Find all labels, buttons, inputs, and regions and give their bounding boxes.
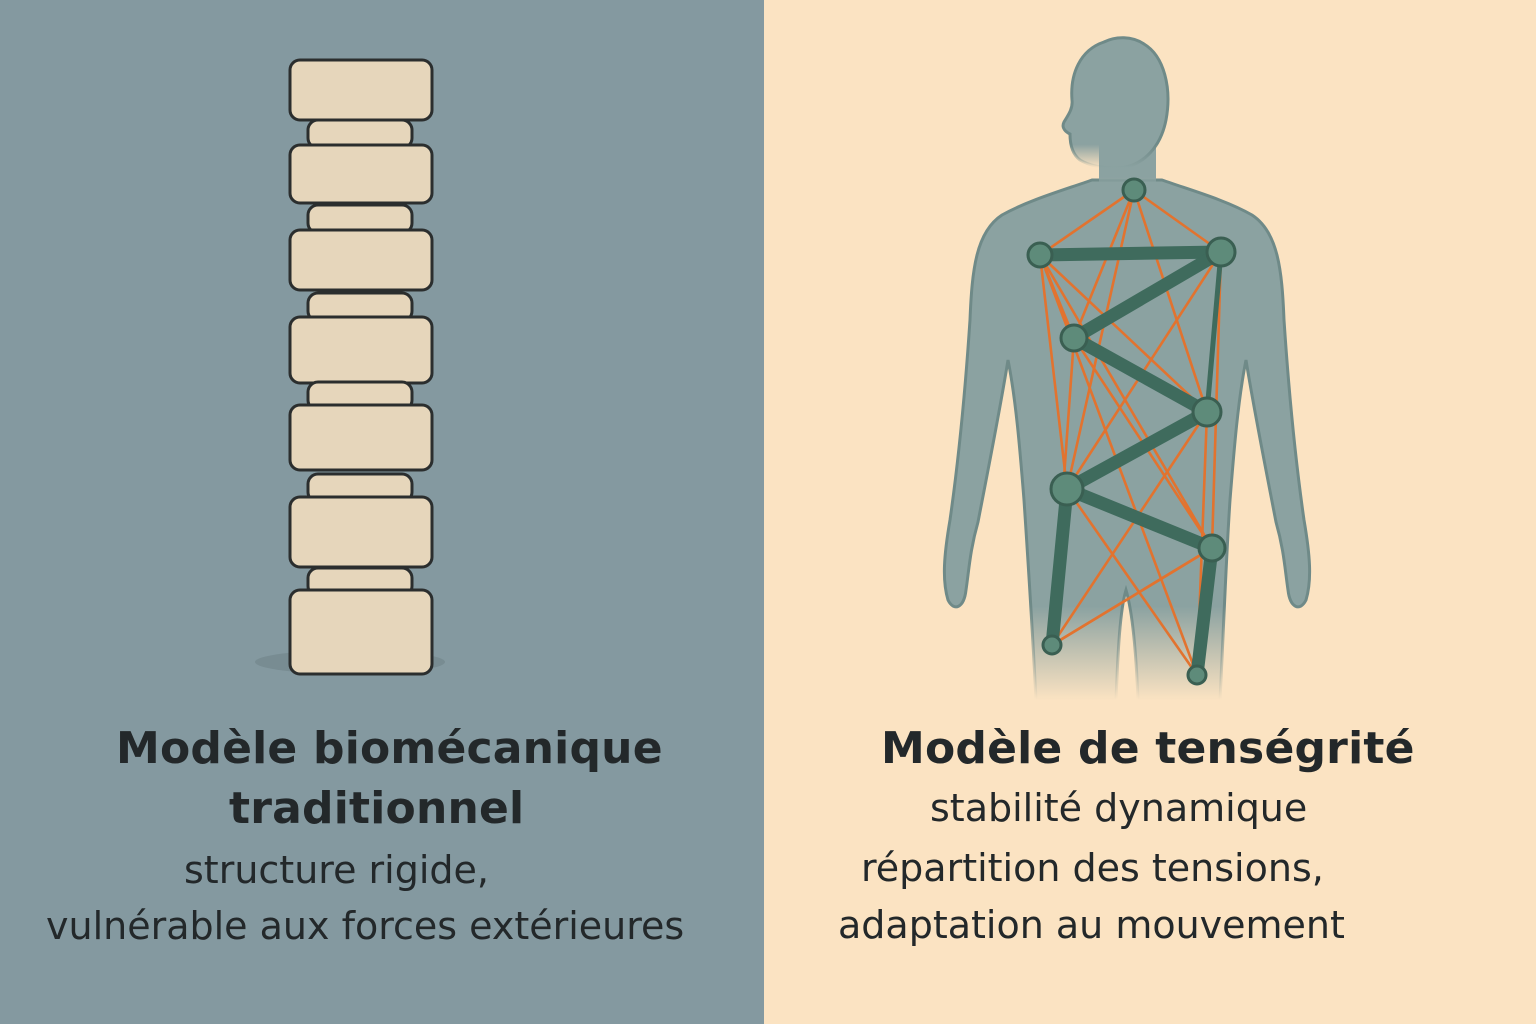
compression-strut-2: [1067, 331, 1214, 419]
tension-cable-1: [1132, 188, 1223, 254]
vertebra-block-0: [288, 58, 434, 122]
joint-node-rm: [1191, 396, 1223, 428]
vertebra-block-10: [288, 495, 434, 569]
tension-cable-5: [1038, 253, 1209, 414]
compression-struts: [1033, 245, 1228, 682]
tension-cable-3: [1132, 188, 1209, 414]
joint-node-rs: [1205, 236, 1237, 268]
compression-strut-4: [1060, 482, 1219, 555]
vertebra-block-4: [288, 228, 434, 292]
traditional-model-description-line1: structure rigide,: [184, 848, 489, 892]
tensegrity-model-title: Modèle de tenségrité: [881, 723, 1415, 774]
tensegrity-model-description-line1: stabilité dynamique: [930, 786, 1308, 830]
joint-node-ls: [1026, 241, 1054, 269]
tension-cable-21: [1050, 546, 1214, 647]
vertebra-block-2: [288, 143, 434, 205]
tensegrity-model-description-line3: adaptation au mouvement: [838, 903, 1345, 947]
tension-cable-18: [1065, 487, 1199, 677]
compression-strut-0: [1033, 245, 1228, 262]
traditional-model-title-line1: Modèle biomécanique: [116, 723, 663, 774]
joint-node-cl: [1059, 323, 1089, 353]
traditional-model-description-line2: vulnérable aux forces extérieures: [46, 904, 685, 948]
tension-cable-4: [1065, 188, 1136, 491]
compression-strut-5: [1045, 482, 1074, 652]
compression-strut-7: [1204, 249, 1224, 415]
tension-cable-0: [1038, 188, 1136, 257]
compression-strut-6: [1190, 541, 1219, 682]
vertebra-block-6: [288, 315, 434, 385]
tensegrity-model-panel: Modèle de tenségrité stabilité dynamique…: [764, 0, 1536, 1024]
compression-strut-3: [1060, 405, 1214, 496]
human-tensegrity-illustration: [942, 36, 1312, 702]
joint-node-lw: [1049, 471, 1085, 507]
tension-cable-7: [1038, 253, 1069, 491]
tension-cable-2: [1072, 188, 1136, 340]
joint-node-rk: [1186, 664, 1208, 686]
traditional-model-panel: Modèle biomécanique traditionnel structu…: [0, 0, 764, 1024]
tensegrity-model-description-line2: répartition des tensions,: [861, 846, 1324, 890]
joint-node-rh: [1197, 533, 1227, 563]
compression-strut-1: [1067, 245, 1228, 345]
block-stack: [288, 58, 434, 676]
vertebra-block-12: [288, 588, 434, 676]
joint-node-neck: [1121, 177, 1147, 203]
tension-cable-15: [1050, 410, 1209, 647]
joint-nodes: [1026, 177, 1237, 686]
joint-node-lk: [1041, 634, 1063, 656]
tension-cable-6: [1038, 253, 1214, 550]
vertebra-block-8: [288, 403, 434, 472]
stacked-blocks-column-illustration: [255, 58, 445, 676]
traditional-model-title-line2: traditionnel: [229, 783, 525, 834]
